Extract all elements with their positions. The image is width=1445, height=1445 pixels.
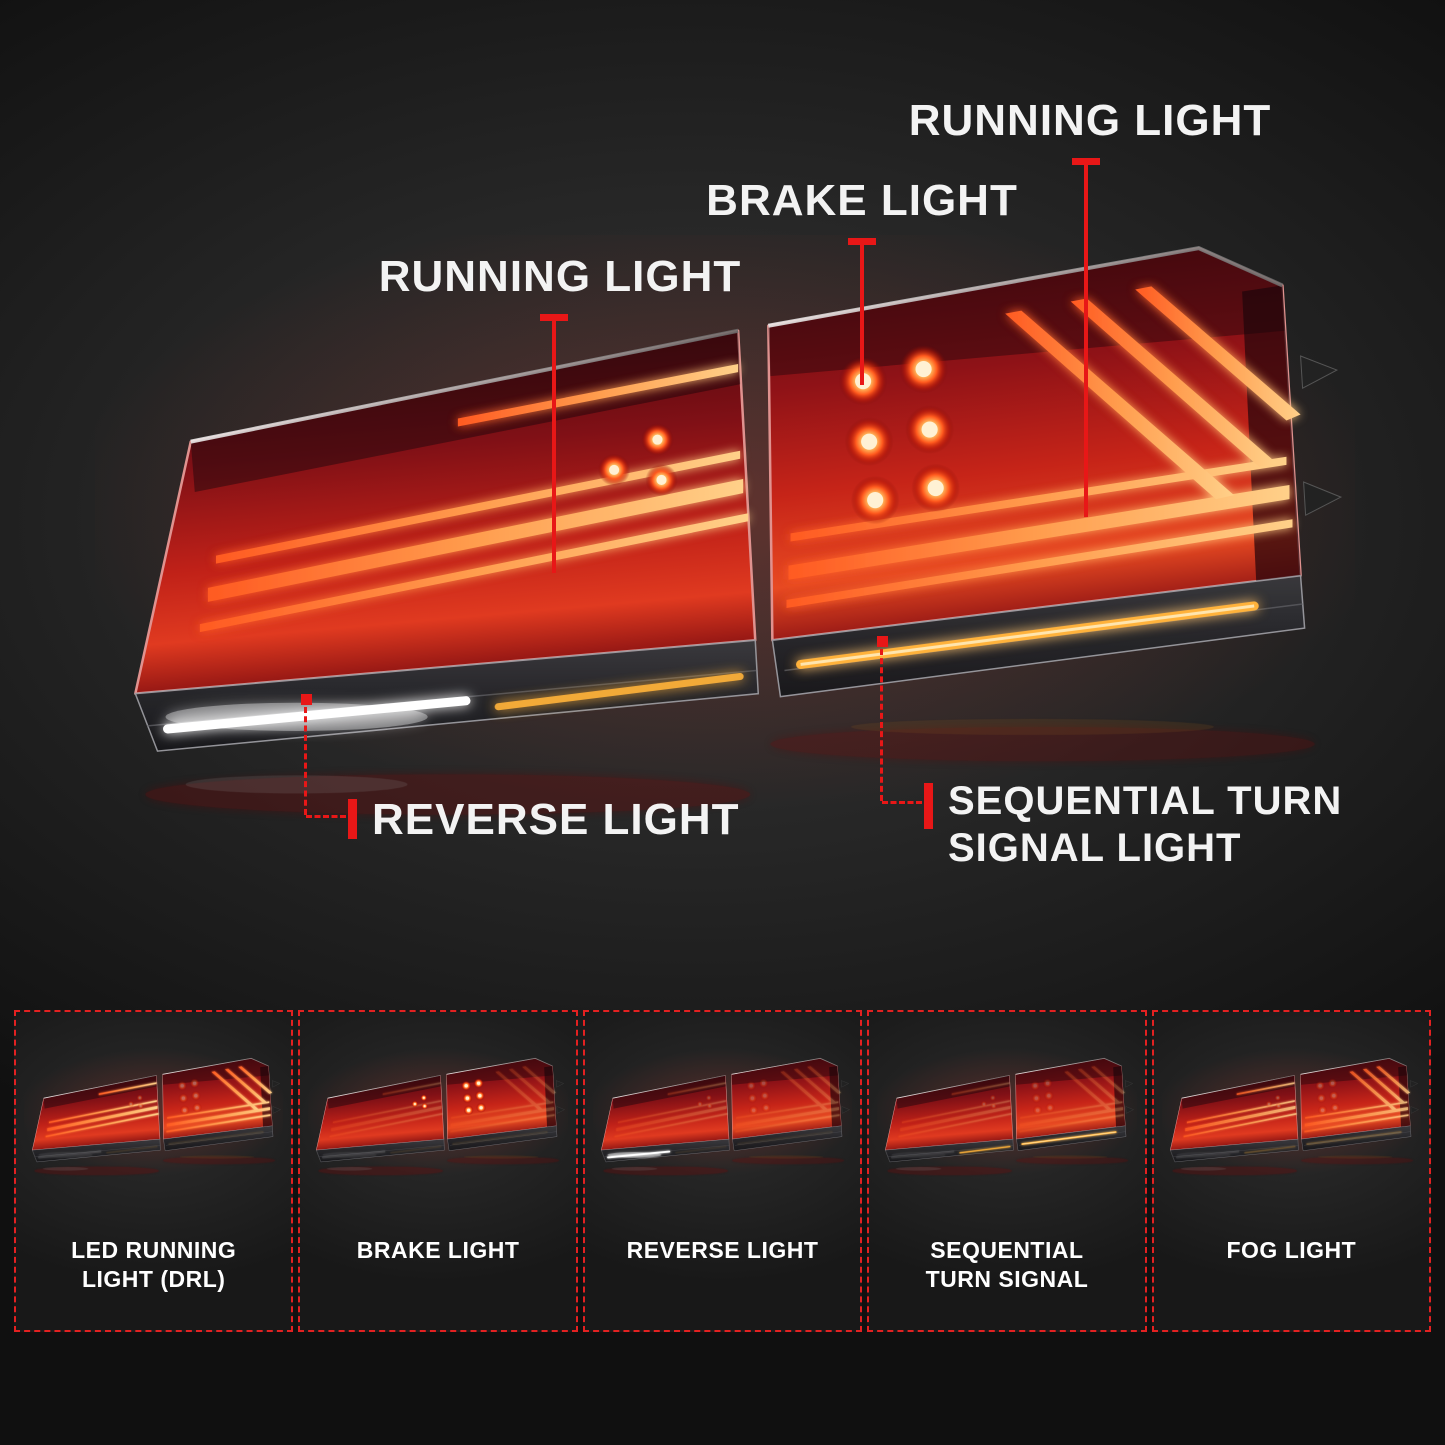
leader-tick-running-left bbox=[540, 314, 568, 321]
mode-card-drl: LED RUNNING LIGHT (DRL) bbox=[14, 1010, 294, 1332]
mode-label-reverse: REVERSE LIGHT bbox=[626, 1237, 819, 1263]
marker-bar-reverse bbox=[348, 799, 357, 839]
callout-sequential-line1: SEQUENTIAL TURN bbox=[948, 779, 1343, 823]
marker-dot-reverse bbox=[301, 694, 312, 705]
leader-dash-reverse-h bbox=[306, 815, 346, 818]
leader-tick-brake bbox=[848, 238, 876, 245]
mode-label-sequential: SEQUENTIAL TURN SIGNAL bbox=[925, 1237, 1089, 1292]
taillight-photo bbox=[95, 235, 1355, 860]
mode-thumb-drl bbox=[24, 1030, 283, 1210]
mode-label-fog: FOG LIGHT bbox=[1226, 1237, 1357, 1263]
callout-running-light-top: RUNNING LIGHT bbox=[908, 96, 1272, 145]
hero-section: RUNNING LIGHT BRAKE LIGHT RUNNING LIGHT … bbox=[0, 96, 1445, 872]
marker-bar-sequential bbox=[924, 783, 933, 829]
leader-dash-sequential-h bbox=[882, 801, 922, 804]
callout-brake-light: BRAKE LIGHT bbox=[706, 176, 1018, 225]
leader-dash-reverse-v bbox=[304, 707, 307, 815]
mode-thumb-brake bbox=[308, 1030, 567, 1210]
leader-line-running-top bbox=[1084, 165, 1088, 517]
mode-thumb-sequential bbox=[877, 1030, 1136, 1210]
mode-label-drl: LED RUNNING LIGHT (DRL) bbox=[71, 1237, 237, 1292]
leader-line-running-left bbox=[552, 321, 556, 573]
mode-thumb-fog bbox=[1162, 1030, 1421, 1210]
mode-label-brake: BRAKE LIGHT bbox=[356, 1237, 520, 1263]
callout-sequential-line2: SIGNAL LIGHT bbox=[948, 826, 1242, 871]
leader-dash-sequential-v bbox=[880, 649, 883, 801]
mode-card-sequential: SEQUENTIAL TURN SIGNAL bbox=[867, 1010, 1147, 1332]
callout-reverse-light: REVERSE LIGHT bbox=[372, 795, 740, 844]
leader-tick-running-top bbox=[1072, 158, 1100, 165]
mode-cards-row: LED RUNNING LIGHT (DRL) BRAKE LIGHT REVE… bbox=[0, 1010, 1445, 1332]
mode-thumb-reverse bbox=[593, 1030, 852, 1210]
mode-card-reverse: REVERSE LIGHT bbox=[582, 1010, 863, 1332]
callout-sequential-turn: SEQUENTIAL TURN SIGNAL LIGHT bbox=[948, 778, 1342, 872]
leader-line-brake bbox=[860, 245, 864, 385]
mode-card-fog: FOG LIGHT bbox=[1151, 1010, 1432, 1332]
marker-dot-sequential bbox=[877, 636, 888, 647]
mode-card-brake: BRAKE LIGHT bbox=[298, 1010, 578, 1332]
callout-running-light-left: RUNNING LIGHT bbox=[378, 252, 742, 301]
